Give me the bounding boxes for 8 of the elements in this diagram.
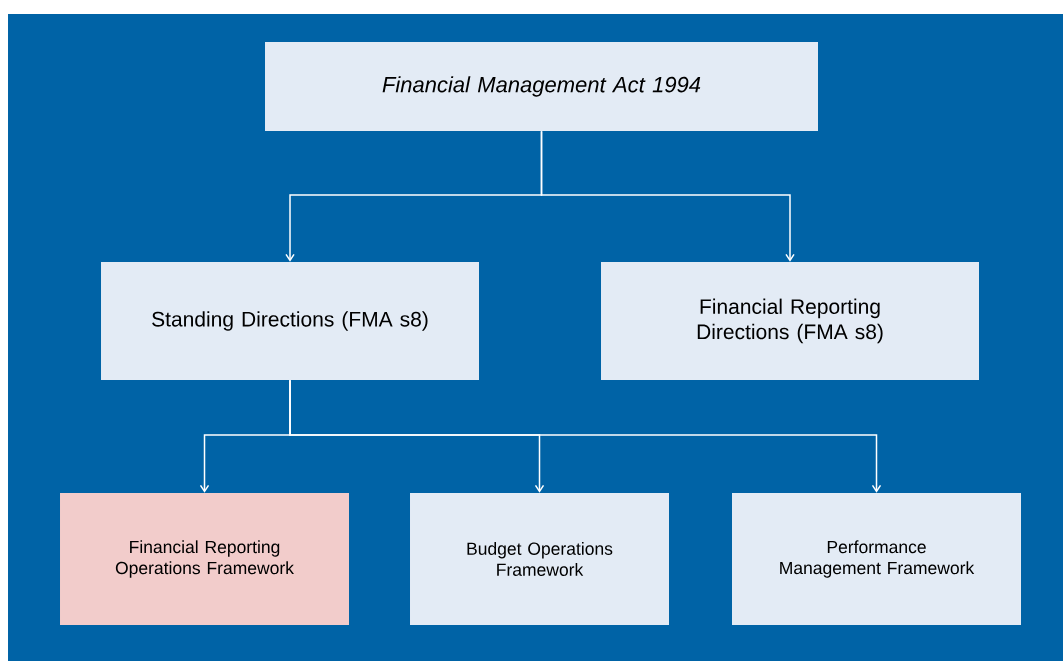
box: Financial Reporting Operations Framework <box>60 493 349 625</box>
arrow <box>289 379 882 493</box>
box: Standing Directions (FMA s8) <box>101 262 479 380</box>
box: Financial Reporting Directions (FMA s8) <box>601 262 979 380</box>
arrow <box>540 130 795 262</box>
box: Budget Operations Framework <box>410 493 669 625</box>
box: Financial Management Act 1994 <box>265 42 818 131</box>
box: Performance Management Framework <box>732 493 1021 625</box>
